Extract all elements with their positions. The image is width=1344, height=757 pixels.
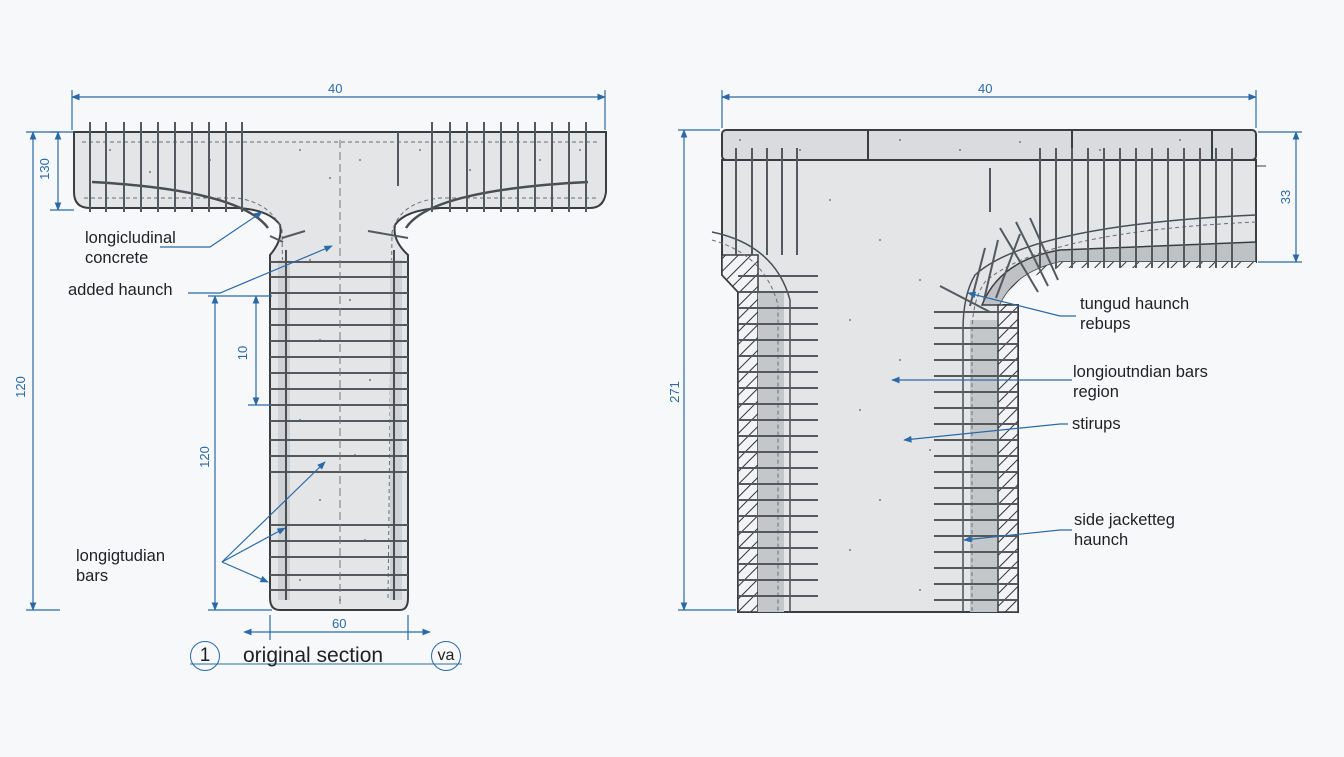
concrete-aggregate (849, 319, 851, 321)
concrete-aggregate (879, 499, 881, 501)
left-dimensions (26, 90, 606, 640)
left-web-jacket-right (390, 260, 402, 600)
right-jacket-hatch-right (997, 304, 1019, 613)
leader-bars-b (221, 527, 286, 563)
label-longitudinal-region: longioutndian bars region (1073, 363, 1208, 401)
concrete-aggregate (419, 149, 421, 151)
left-dim-web-upper-text: 10 (235, 345, 251, 361)
section-suffix-badge: va (431, 641, 461, 671)
left-web-jacket-left (278, 260, 290, 600)
right-fan-bar (1029, 217, 1059, 281)
label-side-jacketing: side jacketteg haunch (1074, 511, 1175, 549)
concrete-aggregate (829, 199, 831, 201)
leader-stirrups (903, 423, 1068, 443)
left-haunch-tie (281, 230, 306, 239)
right-top-slab (721, 129, 1257, 161)
concrete-aggregate (109, 149, 111, 151)
right-dim-total-text: 271 (666, 381, 682, 403)
left-dim-top-text: 40 (328, 81, 343, 96)
concrete-aggregate (1099, 149, 1101, 151)
concrete-aggregate (799, 149, 801, 151)
concrete-aggregate (349, 299, 351, 301)
section-number-badge: 1 (190, 641, 220, 671)
concrete-aggregate (209, 159, 211, 161)
leader-added-haunch (188, 245, 333, 294)
concrete-aggregate (319, 499, 321, 501)
left-dim-total-text: 120 (12, 376, 28, 398)
right-curve-bar-right-2 (971, 221, 1257, 612)
leader-side-jacketing (963, 529, 1072, 543)
concrete-aggregate (849, 549, 851, 551)
right-jacket-right (970, 320, 998, 612)
right-curve-bar-left (711, 231, 791, 612)
right-haunch-hatch (1000, 262, 1256, 310)
concrete-aggregate (919, 589, 921, 591)
strengthened-section (711, 129, 1266, 613)
concrete-aggregate (354, 454, 356, 456)
concrete-aggregate (959, 149, 961, 151)
concrete-aggregate (739, 139, 741, 141)
left-dim-flange-text: 130 (36, 158, 52, 180)
right-curve-bar-left-2 (711, 239, 779, 612)
label-stirrups: stirups (1072, 415, 1121, 433)
concrete-aggregate (369, 379, 371, 381)
right-fan-bar (1015, 221, 1049, 287)
leader-haunch-rebars (967, 291, 1076, 317)
concrete-aggregate (1119, 189, 1121, 191)
left-dim-web-text: 120 (196, 446, 212, 468)
left-haunch-tie (269, 235, 284, 243)
concrete-aggregate (1149, 229, 1151, 231)
original-section (73, 122, 607, 611)
label-longitudinal-bars: longigtudian bars (76, 547, 165, 585)
concrete-aggregate (1019, 141, 1021, 143)
concrete-aggregate (919, 279, 921, 281)
right-fan-bar (995, 233, 1021, 299)
section-title: original section (243, 644, 384, 667)
concrete-aggregate (929, 449, 931, 451)
concrete-aggregate (859, 409, 861, 411)
concrete-aggregate (299, 419, 301, 421)
left-leaders (160, 211, 462, 665)
concrete-aggregate (319, 339, 321, 341)
leader-bars-c (221, 561, 269, 583)
right-leaders (891, 291, 1076, 543)
concrete-aggregate (469, 169, 471, 171)
concrete-aggregate (364, 539, 366, 541)
label-added-haunch: added haunch (68, 281, 173, 299)
right-fan-bar (999, 227, 1039, 293)
concrete-aggregate (299, 149, 301, 151)
leader-longitudinal-concrete (160, 211, 263, 248)
label-longitudinal-concrete: longicludinal concrete (85, 229, 176, 267)
right-fan-bar (983, 239, 999, 301)
right-fan-bar (939, 285, 991, 313)
right-corner-hatch (721, 254, 759, 293)
right-dim-top-text: 40 (978, 81, 993, 96)
concrete-aggregate (539, 159, 541, 161)
concrete-aggregate (299, 579, 301, 581)
leader-bars-a (221, 461, 326, 563)
left-inner-outline (82, 141, 598, 601)
concrete-aggregate (149, 171, 151, 173)
concrete-aggregate (309, 259, 311, 261)
concrete-aggregate (899, 139, 901, 141)
left-dim-bottom-text: 60 (332, 616, 347, 631)
concrete-aggregate (899, 359, 901, 361)
concrete-aggregate (579, 149, 581, 151)
concrete-aggregate (359, 159, 361, 161)
label-haunch-rebars: tungud haunch rebups (1080, 295, 1190, 333)
right-dimensions (678, 90, 1302, 611)
concrete-aggregate (339, 599, 341, 601)
concrete-aggregate (1179, 139, 1181, 141)
concrete-aggregate (329, 177, 331, 179)
concrete-aggregate (1199, 199, 1201, 201)
right-dim-flange-text: 33 (1278, 189, 1294, 205)
left-haunch-tie (367, 230, 409, 239)
right-curve-bar-right (962, 214, 1257, 612)
concrete-aggregate (879, 239, 881, 241)
